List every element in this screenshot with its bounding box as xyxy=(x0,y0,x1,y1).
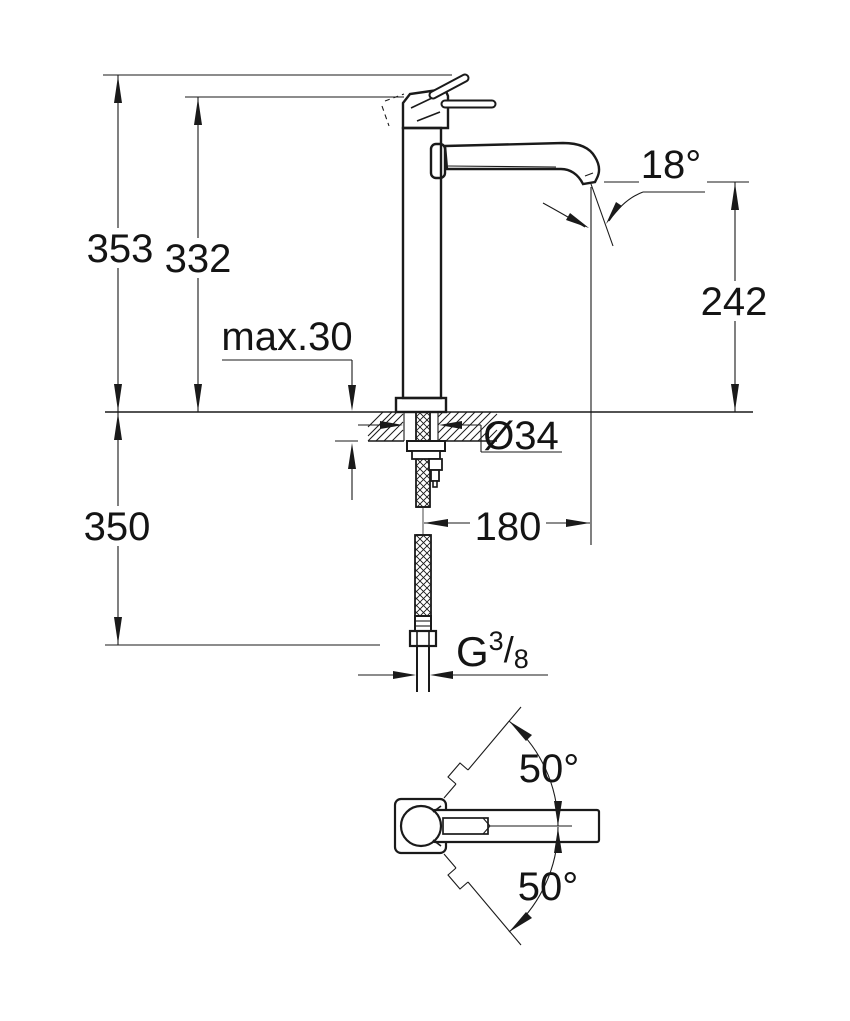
top-view: 50° 50° xyxy=(393,706,601,946)
arrowhead xyxy=(393,671,416,679)
lever-alt-position-dashed2 xyxy=(381,105,390,127)
break-symbol xyxy=(447,867,469,890)
dim-thread-size: G3/8 xyxy=(358,626,548,679)
label-thread-size: G3/8 xyxy=(456,626,529,675)
swing-range-lower: 50° xyxy=(443,826,579,946)
dim-outlet-height: 242 xyxy=(604,181,770,412)
handle-joint-tick-top xyxy=(432,805,442,813)
arrowhead xyxy=(606,202,622,224)
label-max-deck-thickness: max.30 xyxy=(221,315,352,359)
label-below-deck-length: 350 xyxy=(84,505,151,549)
lever-slot xyxy=(442,817,489,835)
label-handle-swing-upper: 50° xyxy=(519,747,580,791)
arrowhead xyxy=(509,721,532,741)
label-outlet-height: 242 xyxy=(701,280,768,324)
cap-tilt-line xyxy=(410,97,433,109)
fixing-stud-tip xyxy=(432,480,438,488)
arrowhead xyxy=(731,384,739,411)
spout-collar xyxy=(429,142,447,180)
arrowhead xyxy=(554,801,562,826)
break-symbol xyxy=(447,762,469,785)
braided-hose-lower xyxy=(414,534,432,618)
arrowhead xyxy=(509,912,532,932)
arrowhead xyxy=(348,385,356,411)
fixing-stud-mid xyxy=(430,469,440,482)
spout xyxy=(443,141,601,186)
arrowhead xyxy=(566,519,590,527)
hose-hex-nut xyxy=(408,629,438,648)
aerator-tick xyxy=(584,172,594,177)
arrowhead xyxy=(114,413,122,440)
label-hole-diameter: Ø34 xyxy=(483,414,559,458)
handle-joint-tick-bottom xyxy=(432,839,442,847)
arrowhead xyxy=(439,421,462,429)
arrowhead xyxy=(194,384,202,411)
body-column xyxy=(401,126,443,400)
arrowhead xyxy=(424,519,448,527)
dim-spout-angle: 18° xyxy=(542,143,705,247)
arrowhead xyxy=(194,98,202,125)
supply-hose xyxy=(406,411,446,692)
hose-collar xyxy=(414,615,432,632)
label-body-height: 332 xyxy=(165,237,232,281)
body-circle xyxy=(399,804,443,848)
fixing-stud-upper xyxy=(428,458,443,471)
arrowhead xyxy=(380,421,403,429)
arrowhead xyxy=(348,443,356,469)
base-flange xyxy=(394,396,448,414)
label-spout-angle: 18° xyxy=(641,143,702,187)
arrowhead xyxy=(554,828,562,853)
dim-spout-reach: 180 xyxy=(424,187,592,549)
arrowhead xyxy=(114,384,122,411)
swing-range-upper: 50° xyxy=(443,706,580,827)
label-spout-reach: 180 xyxy=(475,505,542,549)
dim-overall-height: 353 xyxy=(86,74,452,412)
spout-underside-line xyxy=(447,165,557,168)
cap-tilt-line2 xyxy=(416,111,441,122)
label-handle-swing-lower: 50° xyxy=(518,865,579,909)
arrowhead xyxy=(566,213,589,228)
spout-angle-line xyxy=(590,183,614,247)
lever-handle xyxy=(428,73,470,100)
arrowhead xyxy=(430,671,453,679)
dim-body-height: 332 xyxy=(164,96,404,412)
arrowhead xyxy=(114,617,122,644)
label-overall-height: 353 xyxy=(87,227,154,271)
dim-hole-diameter: Ø34 xyxy=(358,414,562,458)
dim-max-deck-thickness: max.30 xyxy=(221,315,358,500)
faucet-body xyxy=(381,73,601,414)
side-view: 353 332 max.30 350 xyxy=(83,73,770,692)
dim-below-deck-length: 350 xyxy=(83,412,380,646)
mounting-washer xyxy=(411,450,441,460)
arrowhead xyxy=(731,183,739,210)
arrowhead xyxy=(114,76,122,103)
mounting-nut xyxy=(406,440,446,452)
